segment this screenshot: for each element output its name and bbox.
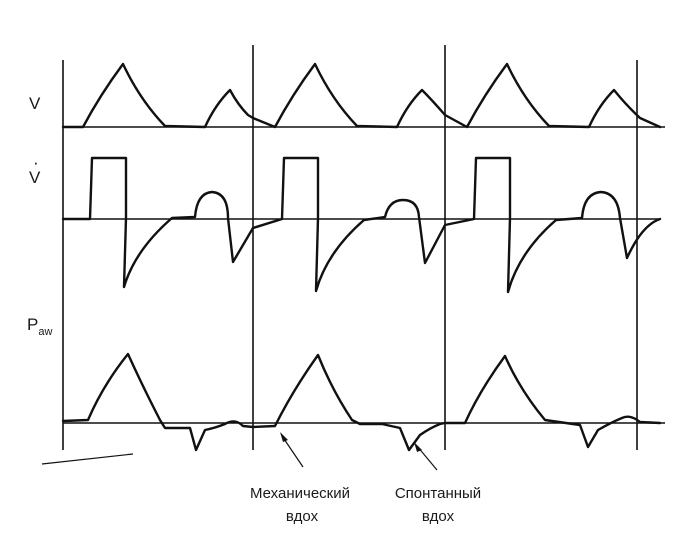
spontaneous-breath-label: Спонтанный <box>395 485 481 502</box>
flow-label: V <box>29 168 41 187</box>
mechanical-breath-arrowhead <box>280 432 288 442</box>
decorative-stroke <box>41 453 134 465</box>
flow-dot-mark: · <box>33 153 39 172</box>
pressure-label: Paw <box>27 315 52 338</box>
mechanical-breath-label-2: вдох <box>286 508 319 525</box>
flow-trace <box>61 156 662 294</box>
volume-trace <box>61 62 662 129</box>
spontaneous-breath-label-2: вдох <box>422 508 455 525</box>
mechanical-breath-arrow <box>281 435 304 468</box>
pressure-trace <box>61 352 662 452</box>
volume-label: V <box>29 94 41 113</box>
mechanical-breath-label: Механический <box>250 485 350 502</box>
spontaneous-breath-arrowhead <box>414 442 422 452</box>
